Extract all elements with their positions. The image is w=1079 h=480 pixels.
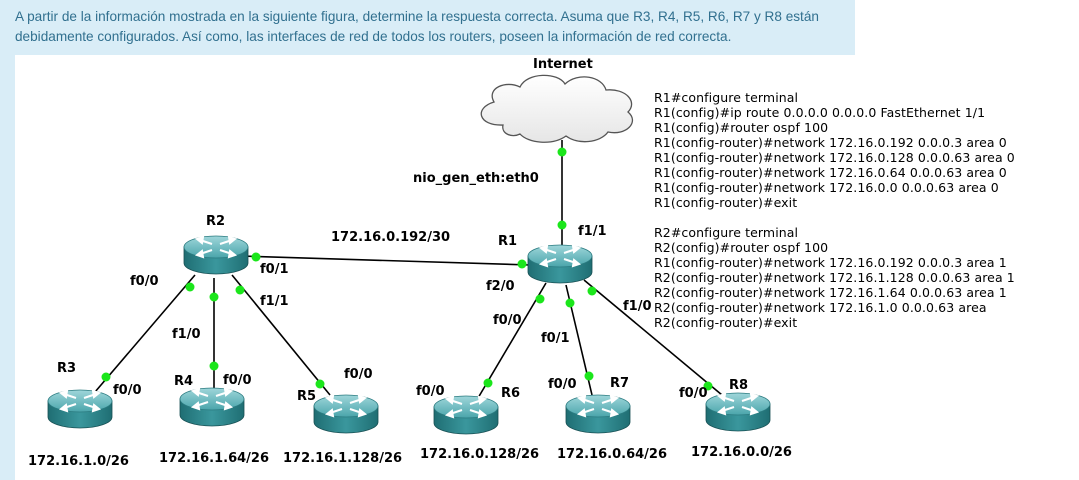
config-line: R1(config-router)#network 172.16.0.64 0.… xyxy=(654,165,1007,180)
link-dot xyxy=(557,220,567,230)
router-r3-label: R3 xyxy=(57,361,76,376)
router-r4-label: R4 xyxy=(174,374,193,389)
interface-label: f1/1 xyxy=(578,224,607,239)
router-r5-icon[interactable] xyxy=(313,394,379,434)
router-r7-icon[interactable] xyxy=(565,394,631,434)
interface-label: f0/0 xyxy=(548,377,577,392)
interface-label: f1/0 xyxy=(623,299,652,314)
link-dot xyxy=(584,371,594,381)
r1-config-block: R1#configure terminal R1(config)#ip rout… xyxy=(654,90,1015,210)
link-dot xyxy=(251,252,261,262)
link-dots xyxy=(101,147,713,391)
link-dot xyxy=(565,298,575,308)
internet-cloud-icon xyxy=(480,74,634,143)
link-dot xyxy=(483,378,493,388)
interface-label: f0/0 xyxy=(130,274,159,289)
question-panel: A partir de la información mostrada en l… xyxy=(0,0,855,55)
router-r8-label: R8 xyxy=(729,378,748,393)
config-line: R2#configure terminal xyxy=(654,225,798,240)
network-label-r1-r2: 172.16.0.192/30 xyxy=(331,230,450,245)
router-r6-label: R6 xyxy=(501,386,520,401)
router-r7-label: R7 xyxy=(610,376,629,391)
link-r1-r2 xyxy=(239,255,531,266)
link-r2-r5 xyxy=(231,274,331,396)
network-label-r7: 172.16.0.64/26 xyxy=(557,447,667,462)
router-r4-icon[interactable] xyxy=(179,387,245,427)
router-r2-icon[interactable] xyxy=(183,235,249,275)
internet-label: Internet xyxy=(533,57,593,72)
interface-label: f0/0 xyxy=(113,383,142,398)
network-label-r4: 172.16.1.64/26 xyxy=(159,451,269,466)
config-line: R1(config-router)#network 172.16.0.192 0… xyxy=(654,255,1007,270)
config-line: R2(config-router)#network 172.16.1.128 0… xyxy=(654,270,1015,285)
config-line: R1(config-router)#network 172.16.0.0 0.0… xyxy=(654,180,999,195)
config-line: R1(config-router)#network 172.16.0.192 0… xyxy=(654,135,1007,150)
router-r8-icon[interactable] xyxy=(705,392,771,432)
router-r5-label: R5 xyxy=(297,389,316,404)
router-r6-icon[interactable] xyxy=(433,395,499,435)
config-line: R2(config-router)#exit xyxy=(654,315,797,330)
config-line: R1(config-router)#network 172.16.0.128 0… xyxy=(654,150,1015,165)
network-label-r3: 172.16.1.0/26 xyxy=(28,454,129,469)
config-line: R2(config)#router ospf 100 xyxy=(654,240,828,255)
link-dot xyxy=(209,292,219,302)
router-r3-icon[interactable] xyxy=(47,389,113,429)
config-line: R1#configure terminal xyxy=(654,90,798,105)
interface-label: f1/0 xyxy=(172,327,201,342)
config-line: R1(config)#ip route 0.0.0.0 0.0.0.0 Fast… xyxy=(654,105,985,120)
interface-label: f0/1 xyxy=(260,262,289,277)
link-r1-r8 xyxy=(583,279,723,396)
link-dot xyxy=(235,285,245,295)
link-dot xyxy=(557,147,567,157)
interface-label: f0/0 xyxy=(344,367,373,382)
router-r2-label: R2 xyxy=(206,214,225,229)
link-dot xyxy=(209,361,219,371)
link-dot xyxy=(703,381,713,391)
router-r1-label: R1 xyxy=(498,234,517,249)
network-label-r6: 172.16.0.128/26 xyxy=(420,447,539,462)
config-line: R2(config-router)#network 172.16.1.64 0.… xyxy=(654,285,1007,300)
interface-label: f0/0 xyxy=(223,373,252,388)
link-dot xyxy=(535,294,545,304)
link-dot xyxy=(101,372,111,382)
interface-label: f2/0 xyxy=(486,279,515,294)
config-line: R2(config-router)#network 172.16.1.0 0.0… xyxy=(654,300,987,315)
config-line: R1(config-router)#exit xyxy=(654,195,797,210)
interface-label: f0/0 xyxy=(493,313,522,328)
link-dot xyxy=(517,259,527,269)
router-r1-icon[interactable] xyxy=(527,244,593,284)
config-line: R1(config)#router ospf 100 xyxy=(654,120,828,135)
link-r2-r3 xyxy=(94,274,196,393)
link-dot xyxy=(587,286,597,296)
network-label-r5: 172.16.1.128/26 xyxy=(283,451,402,466)
interface-label: f0/0 xyxy=(416,384,445,399)
internet-link-label: nio_gen_eth:eth0 xyxy=(413,171,539,186)
link-dot xyxy=(315,379,325,389)
interface-label: f0/0 xyxy=(679,386,708,401)
interface-label: f1/1 xyxy=(260,294,289,309)
link-dot xyxy=(185,282,195,292)
interface-label: f0/1 xyxy=(541,331,570,346)
network-label-r8: 172.16.0.0/26 xyxy=(691,445,792,460)
question-text: A partir de la información mostrada en l… xyxy=(15,9,819,44)
r2-config-block: R2#configure terminal R2(config)#router … xyxy=(654,225,1015,330)
